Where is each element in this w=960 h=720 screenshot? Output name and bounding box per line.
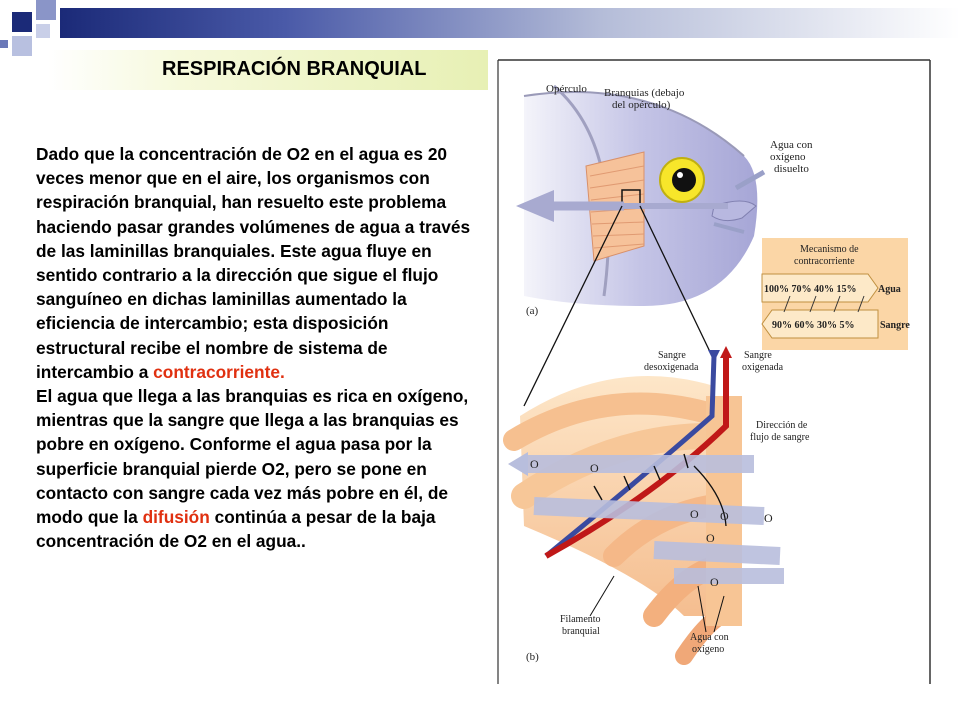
water-percents: 100% 70% 40% 15%	[764, 284, 857, 295]
countercurrent-box: Mecanismo de contracorriente 100% 70% 40…	[761, 238, 910, 350]
header-gradient-band	[60, 8, 960, 38]
term-contracorriente: contracorriente.	[153, 361, 285, 382]
sangre-ox-1: Sangre	[744, 350, 772, 361]
title-background	[48, 50, 488, 90]
decor-square-pale	[36, 24, 50, 38]
paragraph2-text: El agua que llega a las branquias es ric…	[36, 386, 469, 528]
panel-b-label: (b)	[526, 651, 539, 663]
blood-percents: 90% 60% 30% 5%	[772, 320, 855, 331]
slide-title: RESPIRACIÓN BRANQUIAL	[162, 58, 427, 80]
label-agua-oxigeno-3: disuelto	[774, 163, 809, 175]
mecanismo-label-2: contracorriente	[794, 256, 855, 267]
vessel-oxygenated	[544, 352, 729, 559]
filamento-1: Filamento	[560, 614, 601, 625]
water-arrow	[761, 273, 879, 303]
sangre-ox-2: oxigenada	[742, 362, 784, 373]
body-text: Dado que la concentración de O2 en el ag…	[36, 142, 476, 553]
label-operculo: Opérculo	[546, 83, 587, 95]
term-difusion: difusión	[142, 507, 210, 528]
sangre-desox-1: Sangre	[658, 350, 686, 361]
decor-square-light	[12, 36, 32, 56]
o2-label-1: O	[530, 457, 539, 471]
decor-square-small	[0, 40, 8, 48]
direccion-2: flujo de sangre	[750, 432, 810, 443]
paragraph1-text: Dado que la concentración de O2 en el ag…	[36, 144, 471, 382]
blood-label: Sangre	[880, 320, 910, 331]
label-agua-oxigeno-2: oxígeno	[770, 151, 806, 163]
vessel-deoxygenated	[544, 355, 717, 558]
o2-label-3: O	[690, 507, 699, 521]
o2-label-7: O	[710, 575, 719, 589]
o2-label-5: O	[764, 511, 773, 525]
gill-filaments	[503, 346, 784, 665]
o2-label-2: O	[590, 461, 599, 475]
direccion-1: Dirección de	[756, 420, 808, 431]
fish-head	[516, 84, 766, 306]
sangre-desox-2: desoxigenada	[644, 362, 699, 373]
mecanismo-label-1: Mecanismo de	[800, 244, 859, 255]
decor-square-mid	[36, 0, 56, 20]
decor-square-dark	[12, 12, 32, 32]
label-branquias-2: del opérculo)	[612, 99, 671, 111]
blood-arrow	[761, 309, 879, 339]
o2-label-6: O	[706, 531, 715, 545]
label-agua-oxigeno-1: Agua con	[770, 139, 813, 151]
zoom-line-left	[523, 205, 623, 407]
zoom-line-right	[639, 205, 713, 357]
panel-a-label: (a)	[526, 305, 539, 317]
agua-con-2: oxígeno	[692, 644, 724, 655]
filamento-2: branquial	[562, 626, 600, 637]
water-label: Agua	[878, 284, 901, 295]
label-branquias-1: Branquias (debajo	[604, 87, 685, 99]
o2-label-4: O	[720, 509, 729, 523]
gill-diagram: Opérculo Branquias (debajo del opérculo)…	[497, 59, 931, 684]
o2-labels: O O O O O O O	[530, 457, 773, 589]
paragraph2-end: continúa a pesar de la baja concentració…	[36, 507, 436, 552]
agua-con-1: Agua con	[690, 632, 729, 643]
